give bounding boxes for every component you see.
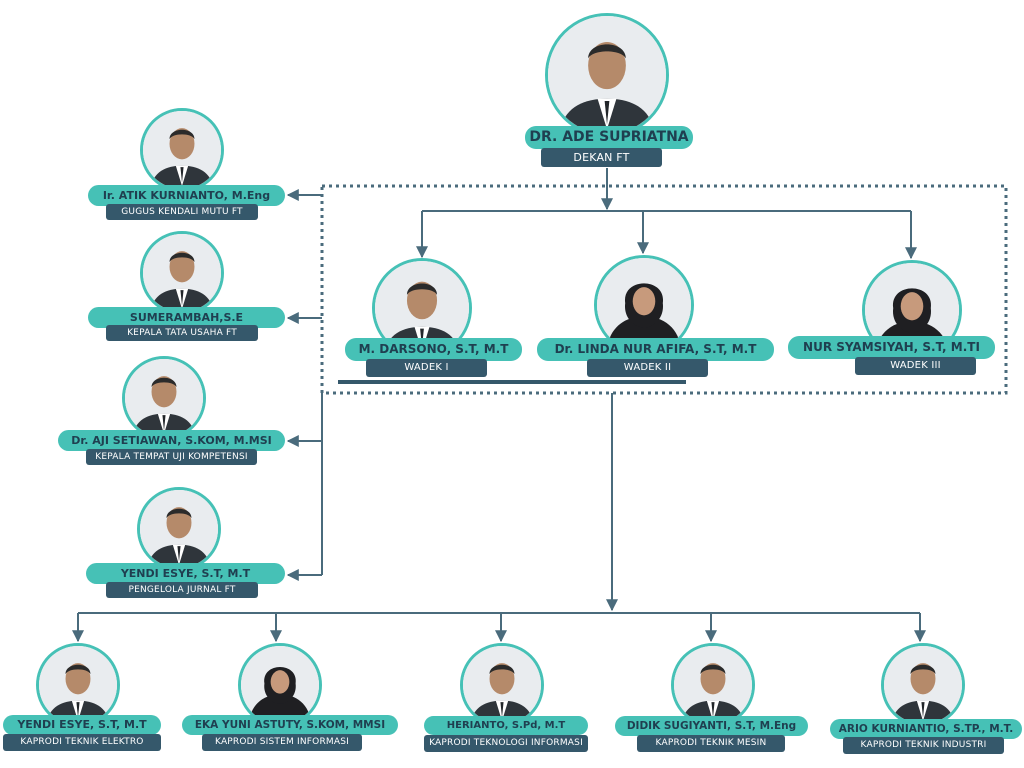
wadek1-role: WADEK I <box>366 359 487 377</box>
wadek2-name: Dr. LINDA NUR AFIFA, S.T, M.T <box>537 338 774 361</box>
k4-name: DIDIK SUGIYANTI, S.T, M.Eng <box>615 716 808 736</box>
wadek2-role: WADEK II <box>587 359 708 377</box>
dean-name: DR. ADE SUPRIATNA <box>525 126 693 149</box>
person-icon <box>548 16 666 134</box>
person-icon <box>674 646 752 724</box>
yendi-name: YENDI ESYE, S.T, M.T <box>86 563 285 584</box>
person-icon <box>143 111 221 189</box>
k1-role: KAPRODI TEKNIK ELEKTRO <box>3 734 161 751</box>
k3-photo <box>460 643 544 727</box>
k5-photo <box>881 643 965 727</box>
wadek3-name: NUR SYAMSIYAH, S.T, M.TI <box>788 336 995 359</box>
yendi-photo <box>137 487 221 571</box>
wadek1-name: M. DARSONO, S.T, M.T <box>345 338 522 361</box>
aji-name: Dr. AJI SETIAWAN, S.KOM, M.MSI <box>58 430 285 451</box>
person-hijab-icon <box>241 646 319 724</box>
k2-name: EKA YUNI ASTUTY, S.KOM, MMSI <box>182 715 398 735</box>
k3-name: HERIANTO, S.Pd, M.T <box>424 716 588 735</box>
person-icon <box>884 646 962 724</box>
wadek3-role: WADEK III <box>855 357 976 375</box>
atik-photo <box>140 108 224 192</box>
yendi-role: PENGELOLA JURNAL FT <box>106 582 258 598</box>
k1-name: YENDI ESYE, S.T, M.T <box>3 715 161 735</box>
atik-role: GUGUS KENDALI MUTU FT <box>106 204 258 220</box>
k5-name: ARIO KURNIANTIO, S.TP., M.T. <box>830 719 1022 739</box>
aji-photo <box>122 356 206 440</box>
sumer-role: KEPALA TATA USAHA FT <box>106 325 258 341</box>
person-icon <box>39 646 117 724</box>
dean-role: DEKAN FT <box>541 148 662 167</box>
dean-photo <box>545 13 669 137</box>
person-icon <box>125 359 203 437</box>
k3-role: KAPRODI TEKNOLOGI INFORMASI <box>424 735 588 752</box>
k4-role: KAPRODI TEKNIK MESIN <box>637 735 785 752</box>
k2-role: KAPRODI SISTEM INFORMASI <box>202 734 362 751</box>
wadek-divider <box>338 380 686 384</box>
atik-name: Ir. ATIK KURNIANTO, M.Eng <box>88 185 285 206</box>
sumer-photo <box>140 231 224 315</box>
k5-role: KAPRODI TEKNIK INDUSTRI <box>843 737 1004 754</box>
sumer-name: SUMERAMBAH,S.E <box>88 307 285 328</box>
person-icon <box>140 490 218 568</box>
wadek-group-frame <box>320 184 1008 395</box>
person-icon <box>143 234 221 312</box>
aji-role: KEPALA TEMPAT UJI KOMPETENSI <box>86 449 257 465</box>
person-icon <box>463 646 541 724</box>
k4-photo <box>671 643 755 727</box>
